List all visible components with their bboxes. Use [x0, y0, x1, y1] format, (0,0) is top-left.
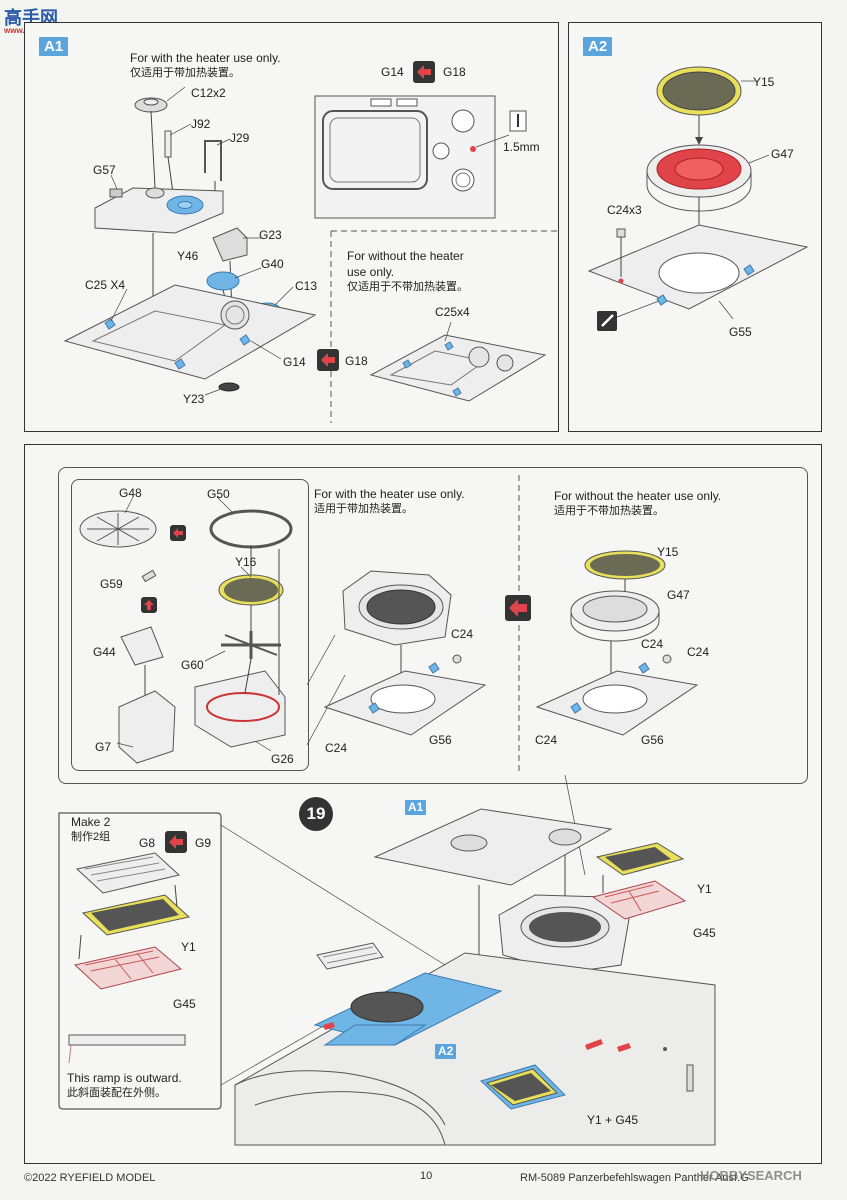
label-y15: Y15	[753, 75, 775, 89]
label-g8: G8	[139, 836, 156, 850]
label-y15-b: Y15	[657, 545, 679, 559]
label-c24x3: C24x3	[607, 203, 642, 217]
part-g8	[75, 852, 181, 894]
no-heater-note-cn: 仅适用于不带加热装置。	[347, 281, 468, 293]
step19-drawing	[58, 475, 716, 1146]
drill-hole-marker	[470, 146, 476, 152]
tag-a1: A1	[39, 37, 69, 56]
label-g26: G26	[271, 752, 294, 766]
label-g47: G47	[771, 147, 794, 161]
no-heater-note-en-2: use only.	[347, 265, 395, 279]
part-hull-plate-small	[369, 334, 547, 402]
part-y46	[212, 227, 248, 262]
heater-note-cn: 仅适用于带加热装置。	[130, 67, 240, 79]
part-hull-plate	[63, 284, 317, 380]
swap-arrow-icon	[317, 349, 339, 371]
label-y23: Y23	[183, 392, 205, 406]
label-c24-c: C24	[641, 637, 664, 651]
step-number: 19	[299, 797, 333, 831]
label-y1-a: Y1	[181, 940, 196, 954]
label-g56-a: G56	[429, 733, 452, 747]
swap-arrow-icon	[165, 831, 187, 853]
label-g9: G9	[195, 836, 212, 850]
part-g40	[206, 271, 240, 291]
panel-step-19: For with the heater use only. 适用于带加热装置。 …	[24, 444, 822, 1164]
make2-en: Make 2	[71, 815, 111, 829]
label-g59: G59	[100, 577, 123, 591]
label-c12x2: C12x2	[191, 86, 226, 100]
footer-product: RM-5089 Panzerbefehlswagen Panther Ausf.…	[520, 1172, 749, 1184]
ramp-note-cn: 此斜面装配在外侧。	[67, 1087, 166, 1099]
footer-copyright: ©2022 RYEFIELD MODEL	[24, 1172, 156, 1184]
no-heater-note-cn-19: 适用于不带加热装置。	[554, 505, 664, 517]
label-g18-top: G18	[443, 65, 466, 79]
no-heater-note-en-1: For without the heater	[347, 249, 464, 263]
label-g55: G55	[729, 325, 752, 339]
part-g44	[120, 626, 164, 666]
label-g50: G50	[207, 487, 230, 501]
label-j29: J29	[230, 131, 250, 145]
label-c24-b: C24	[325, 741, 348, 755]
label-g14-top: G14	[381, 65, 404, 79]
tag-a2-small: A2	[435, 1044, 457, 1059]
label-g60: G60	[181, 658, 204, 672]
hull-rear-deck	[234, 952, 716, 1146]
tag-a2: A2	[583, 37, 613, 56]
label-g45-b: G45	[693, 926, 716, 940]
label-c24-e: C24	[535, 733, 558, 747]
ramp-note-en: This ramp is outward.	[67, 1071, 182, 1085]
heater-note-cn-19: 适用于带加热装置。	[314, 503, 413, 515]
label-g40: G40	[261, 257, 284, 271]
swap-arrow-icon	[413, 61, 435, 83]
heater-options-box	[58, 467, 808, 784]
label-g7: G7	[95, 740, 112, 754]
label-j92: J92	[191, 117, 211, 131]
label-g14: G14	[283, 355, 306, 369]
make2-cn: 制作2组	[71, 831, 111, 843]
part-g26	[194, 670, 286, 748]
part-g7	[118, 690, 176, 764]
label-g23: G23	[259, 228, 282, 242]
label-g45-a: G45	[173, 997, 196, 1011]
part-g59	[141, 569, 157, 583]
label-y46: Y46	[177, 249, 199, 263]
label-c25x4: C25 X4	[85, 278, 126, 292]
label-g48: G48	[119, 486, 142, 500]
part-y23	[218, 382, 240, 392]
label-g18-mid: G18	[345, 354, 368, 368]
swap-arrow-icon	[505, 595, 531, 621]
heater-note-en-19: For with the heater use only.	[314, 487, 465, 501]
label-y1-g45: Y1 + G45	[587, 1113, 639, 1127]
label-y16: Y16	[235, 555, 257, 569]
no-heater-note-en-19: For without the heater use only.	[554, 489, 722, 503]
swap-arrow-icon	[170, 525, 186, 541]
a2-assembly-drawing	[587, 66, 809, 331]
label-c25x4-b: C25x4	[435, 305, 470, 319]
label-g56-b: G56	[641, 733, 664, 747]
footer-watermark: HOBBYSEARCH	[700, 1168, 802, 1183]
part-g45	[73, 946, 183, 990]
part-j29	[204, 140, 222, 181]
panel-a2: A2 Y15 G47 C24x3 G55	[568, 22, 822, 432]
label-g57: G57	[93, 163, 116, 177]
heater-note-en: For with the heater use only.	[130, 51, 281, 65]
label-c24-d: C24	[687, 645, 710, 659]
part-g50	[209, 509, 293, 549]
swap-arrow-vertical-icon	[141, 597, 157, 613]
label-g44: G44	[93, 645, 116, 659]
label-y1-b: Y1	[697, 882, 712, 896]
drill-size: 1.5mm	[503, 140, 540, 154]
panel-a1: A1 For with the heater use only. 仅适用于带加热…	[24, 22, 559, 432]
label-g47-b: G47	[667, 588, 690, 602]
label-c13: C13	[295, 279, 318, 293]
tag-a1-small: A1	[405, 800, 427, 815]
footer-page-number: 10	[420, 1170, 433, 1182]
a1-sub-assembly	[373, 808, 613, 886]
a1-assembly-drawing	[63, 86, 557, 423]
label-c24-a: C24	[451, 627, 474, 641]
